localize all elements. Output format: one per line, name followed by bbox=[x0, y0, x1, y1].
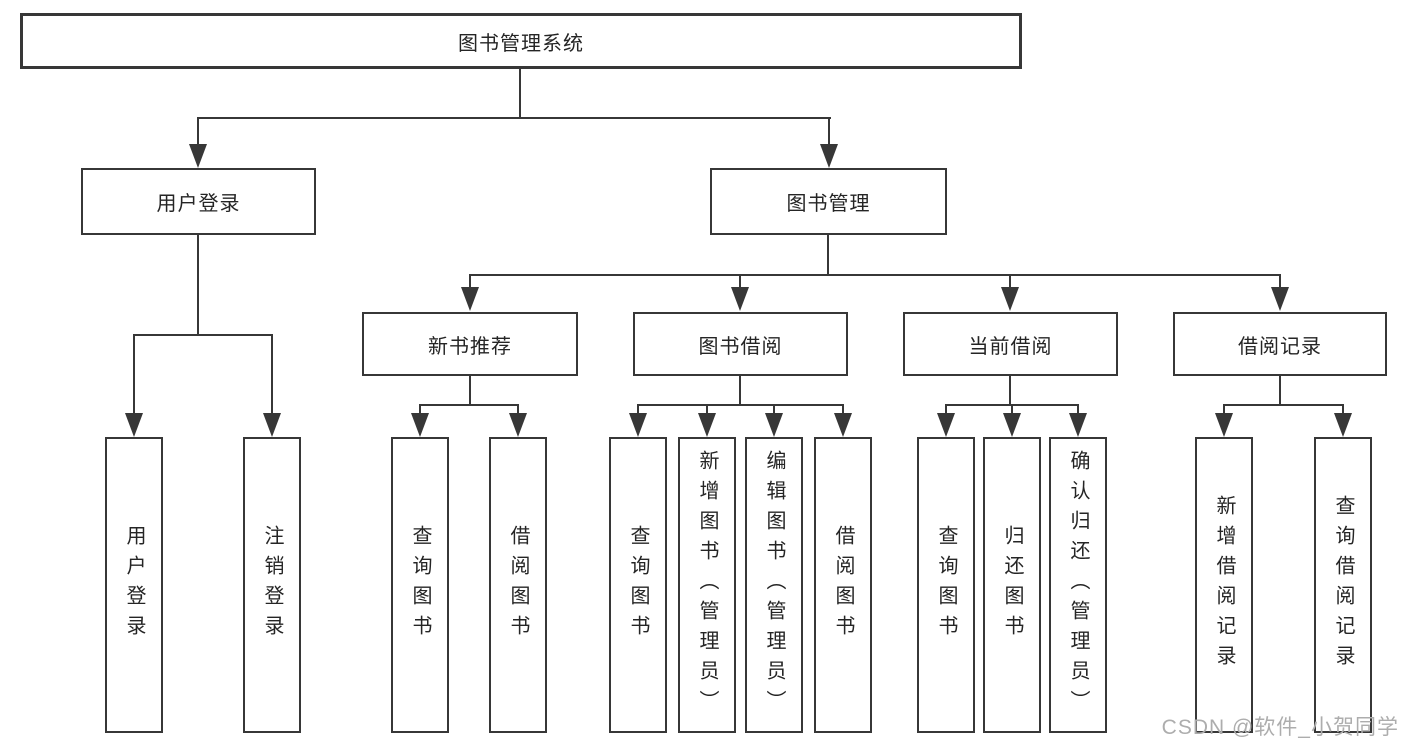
connector-line bbox=[517, 404, 519, 415]
arrowhead-down-icon bbox=[125, 413, 143, 437]
connector-line bbox=[1342, 404, 1344, 415]
connector-line bbox=[1009, 274, 1011, 289]
connector-line bbox=[133, 334, 135, 414]
connector-line bbox=[197, 117, 199, 146]
arrowhead-down-icon bbox=[1215, 413, 1233, 437]
node-user-login: 用户登录 bbox=[81, 168, 316, 235]
connector-line bbox=[945, 404, 947, 415]
leaf-query-books-current-label: 查询图书 bbox=[935, 525, 957, 645]
leaf-return-book-label: 归还图书 bbox=[1001, 525, 1023, 645]
leaf-edit-book-admin-label: 编辑图书（管理员） bbox=[763, 450, 785, 720]
connector-line bbox=[1279, 376, 1281, 406]
leaf-confirm-return-admin-label: 确认归还（管理员） bbox=[1067, 450, 1089, 720]
leaf-borrow-books: 借阅图书 bbox=[814, 437, 872, 733]
leaf-query-books-borrow-label: 查询图书 bbox=[627, 525, 649, 645]
leaf-add-book-admin-label: 新增图书（管理员） bbox=[696, 450, 718, 720]
connector-line bbox=[469, 376, 471, 406]
leaf-add-book-admin: 新增图书（管理员） bbox=[678, 437, 736, 733]
arrowhead-down-icon bbox=[1271, 287, 1289, 311]
arrowhead-down-icon bbox=[411, 413, 429, 437]
leaf-logout-label: 注销登录 bbox=[261, 525, 283, 645]
arrowhead-down-icon bbox=[1003, 413, 1021, 437]
node-current-borrowing: 当前借阅 bbox=[903, 312, 1118, 376]
connector-line bbox=[419, 404, 421, 415]
connector-line bbox=[420, 404, 518, 406]
leaf-edit-book-admin: 编辑图书（管理员） bbox=[745, 437, 803, 733]
node-borrowing-records: 借阅记录 bbox=[1173, 312, 1387, 376]
leaf-borrow-books-recommend: 借阅图书 bbox=[489, 437, 547, 733]
arrowhead-down-icon bbox=[629, 413, 647, 437]
connector-line bbox=[1009, 376, 1011, 406]
connector-line bbox=[519, 69, 521, 118]
connector-line bbox=[706, 404, 708, 415]
connector-line bbox=[133, 334, 273, 336]
csdn-watermark: CSDN @软件_小贺同学 bbox=[1161, 716, 1399, 739]
arrowhead-down-icon bbox=[263, 413, 281, 437]
connector-line bbox=[1224, 404, 1343, 406]
connector-line bbox=[637, 404, 639, 415]
node-root-library-system: 图书管理系统 bbox=[20, 13, 1022, 69]
connector-line bbox=[842, 404, 844, 415]
arrowhead-down-icon bbox=[937, 413, 955, 437]
node-book-management: 图书管理 bbox=[710, 168, 947, 235]
connector-line bbox=[1011, 404, 1013, 415]
leaf-user-login-label: 用户登录 bbox=[123, 525, 145, 645]
connector-line bbox=[739, 376, 741, 406]
arrowhead-down-icon bbox=[698, 413, 716, 437]
arrowhead-down-icon bbox=[189, 144, 207, 168]
leaf-query-books-recommend: 查询图书 bbox=[391, 437, 449, 733]
connector-line bbox=[828, 117, 830, 146]
node-book-borrowing: 图书借阅 bbox=[633, 312, 848, 376]
leaf-query-books-current: 查询图书 bbox=[917, 437, 975, 733]
arrowhead-down-icon bbox=[834, 413, 852, 437]
arrowhead-down-icon bbox=[731, 287, 749, 311]
connector-line bbox=[469, 274, 471, 289]
leaf-query-borrow-record-label: 查询借阅记录 bbox=[1332, 495, 1354, 675]
leaf-query-books-recommend-label: 查询图书 bbox=[409, 525, 431, 645]
connector-line bbox=[773, 404, 775, 415]
connector-line bbox=[197, 235, 199, 336]
connector-line bbox=[271, 334, 273, 414]
arrowhead-down-icon bbox=[461, 287, 479, 311]
leaf-borrow-books-recommend-label: 借阅图书 bbox=[507, 525, 529, 645]
leaf-return-book: 归还图书 bbox=[983, 437, 1041, 733]
connector-line bbox=[638, 404, 843, 406]
leaf-query-borrow-record: 查询借阅记录 bbox=[1314, 437, 1372, 733]
leaf-add-borrow-record: 新增借阅记录 bbox=[1195, 437, 1253, 733]
connector-line bbox=[197, 117, 831, 119]
connector-line bbox=[1077, 404, 1079, 415]
node-new-book-recommendation: 新书推荐 bbox=[362, 312, 578, 376]
connector-line bbox=[1279, 274, 1281, 289]
arrowhead-down-icon bbox=[765, 413, 783, 437]
arrowhead-down-icon bbox=[1069, 413, 1087, 437]
leaf-query-books-borrow: 查询图书 bbox=[609, 437, 667, 733]
leaf-logout: 注销登录 bbox=[243, 437, 301, 733]
connector-line bbox=[827, 235, 829, 276]
connector-line bbox=[1223, 404, 1225, 415]
arrowhead-down-icon bbox=[509, 413, 527, 437]
connector-line bbox=[470, 274, 1281, 276]
leaf-borrow-books-label: 借阅图书 bbox=[832, 525, 854, 645]
leaf-user-login: 用户登录 bbox=[105, 437, 163, 733]
leaf-add-borrow-record-label: 新增借阅记录 bbox=[1213, 495, 1235, 675]
connector-line bbox=[739, 274, 741, 289]
leaf-confirm-return-admin: 确认归还（管理员） bbox=[1049, 437, 1107, 733]
arrowhead-down-icon bbox=[1334, 413, 1352, 437]
arrowhead-down-icon bbox=[1001, 287, 1019, 311]
arrowhead-down-icon bbox=[820, 144, 838, 168]
